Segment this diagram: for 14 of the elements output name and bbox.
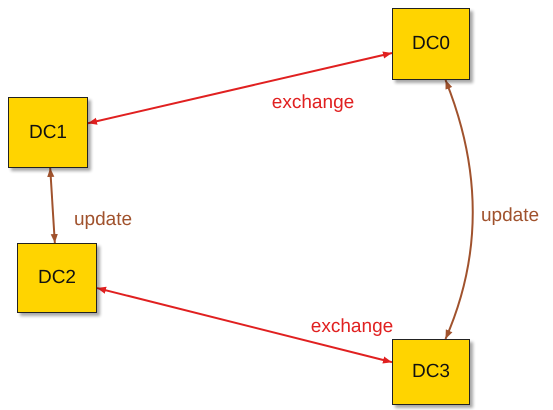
- node-label: DC3: [412, 361, 450, 383]
- arrow: [444, 80, 474, 340]
- arrow: [88, 52, 392, 125]
- datacenter-box: [8, 97, 88, 168]
- edge-label: exchange: [270, 92, 356, 114]
- node-label: DC2: [38, 267, 76, 289]
- arrow: [47, 168, 58, 244]
- datacenter-box: [17, 243, 97, 313]
- arrow: [96, 286, 392, 364]
- datacenter-box: [392, 339, 470, 405]
- node-label: DC1: [28, 122, 67, 144]
- node-label: DC0: [412, 33, 450, 55]
- edge-label: exchange: [308, 316, 396, 338]
- datacenter-box: [392, 8, 470, 80]
